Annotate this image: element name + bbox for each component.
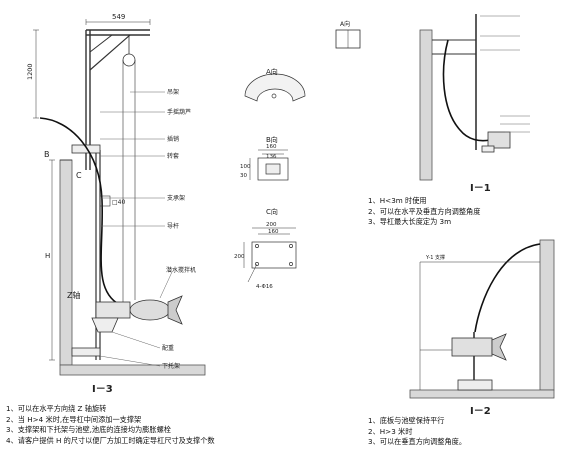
- dim-1200: 1200: [26, 63, 34, 80]
- i1-note: 3、导杠最大长度定为 3m: [368, 217, 452, 227]
- i3-notes: 1、可以在水平方向绕 Z 轴旋转 2、当 H>4 米时,在导杠中间添加一支撑架 …: [6, 404, 215, 446]
- dim-549: 549: [112, 13, 125, 21]
- i2-floor: [409, 389, 555, 399]
- mark-c: C: [76, 171, 82, 180]
- i2-cable: [474, 243, 541, 333]
- i2-notes: 1、底板与池壁保持平行 2、H>3 米时 3、可以在垂直方向调整角度。: [368, 416, 466, 448]
- i2-label-top: Y-1 支撑: [425, 254, 445, 261]
- view-a-pivot: [271, 93, 277, 99]
- i1-mixer: [487, 131, 511, 149]
- title-i2: I－2: [470, 406, 491, 417]
- view-c-title: C向: [266, 207, 278, 216]
- dim-square-40: □40: [112, 199, 125, 206]
- i1-note: 2、可以在水平及垂直方向调整角度: [368, 206, 481, 216]
- cable: [39, 117, 121, 306]
- view-b-side-30: 30: [240, 173, 247, 179]
- i2-note: 1、底板与池壁保持平行: [368, 416, 445, 425]
- title-i3: I－3: [92, 384, 113, 395]
- label-chain-hoist: 手摇葫芦: [167, 108, 191, 116]
- i3-note: 4、请客户提供 H 的尺寸以便厂方加工时确定导杠尺寸及支撑个数: [6, 435, 215, 445]
- main-view-i3: [33, 19, 206, 376]
- view-c-dim-200: 200: [266, 222, 277, 228]
- support-bracket: [71, 144, 101, 154]
- label-hoist: 吊架: [167, 88, 179, 96]
- i2-note: 3、可以在垂直方向调整角度。: [368, 437, 467, 447]
- i1-cable: [442, 39, 491, 142]
- view-b-title: B向: [266, 135, 278, 144]
- i2-mixer: [451, 337, 493, 357]
- i3-note: 1、可以在水平方向绕 Z 轴旋转: [6, 404, 107, 413]
- pulley-icon: [122, 53, 136, 67]
- mark-b: B: [44, 150, 50, 159]
- propeller-icon: [167, 295, 183, 325]
- floor: [59, 364, 206, 376]
- view-a-title: A向: [266, 67, 278, 76]
- label-support: 支承架: [167, 194, 185, 202]
- i3-note: 2、当 H>4 米时,在导杠中间添加一支撑架: [6, 414, 142, 424]
- i1-note: 1、H<3m 时使用: [368, 196, 427, 205]
- view-b-dim-160: 160: [266, 144, 277, 150]
- i2-wall: [539, 239, 555, 391]
- view-b-plate: [257, 157, 289, 181]
- view-c-bolt: 4-Φ16: [256, 284, 273, 290]
- i1-a-label: A向: [340, 20, 350, 28]
- view-c-side-200: 200: [234, 254, 245, 260]
- wall: [59, 159, 73, 366]
- i2-propeller-icon: [491, 333, 507, 361]
- label-lower-bracket: 下托架: [162, 362, 180, 370]
- lower-bracket: [71, 347, 101, 357]
- view-b-dim-136: 136: [266, 154, 277, 160]
- label-collar: 转套: [167, 152, 179, 160]
- view-a-arc: [244, 73, 306, 102]
- label-guide-rod: 导杆: [167, 222, 179, 230]
- title-i1: I－1: [470, 183, 491, 194]
- label-weight: 配重: [162, 344, 174, 352]
- label-pin: 插销: [167, 135, 179, 143]
- view-c-dim-160: 160: [268, 229, 279, 235]
- view-b-side-100: 100: [240, 164, 251, 170]
- i1-notes: 1、H<3m 时使用 2、可以在水平及垂直方向调整角度 3、导杠最大长度定为 3…: [368, 196, 480, 228]
- label-mixer: 潜水搅拌机: [166, 266, 196, 274]
- i3-note: 3、支撑架和下托架与池壁,池底的连接均为膨胀螺栓: [6, 425, 171, 435]
- i1-wall: [419, 29, 433, 181]
- mixer-body: [129, 299, 171, 321]
- dim-h: H: [45, 252, 50, 260]
- view-c-plate: [251, 241, 297, 269]
- i2-note: 2、H>3 米时: [368, 426, 413, 436]
- mark-z-axis: Z轴: [67, 290, 80, 300]
